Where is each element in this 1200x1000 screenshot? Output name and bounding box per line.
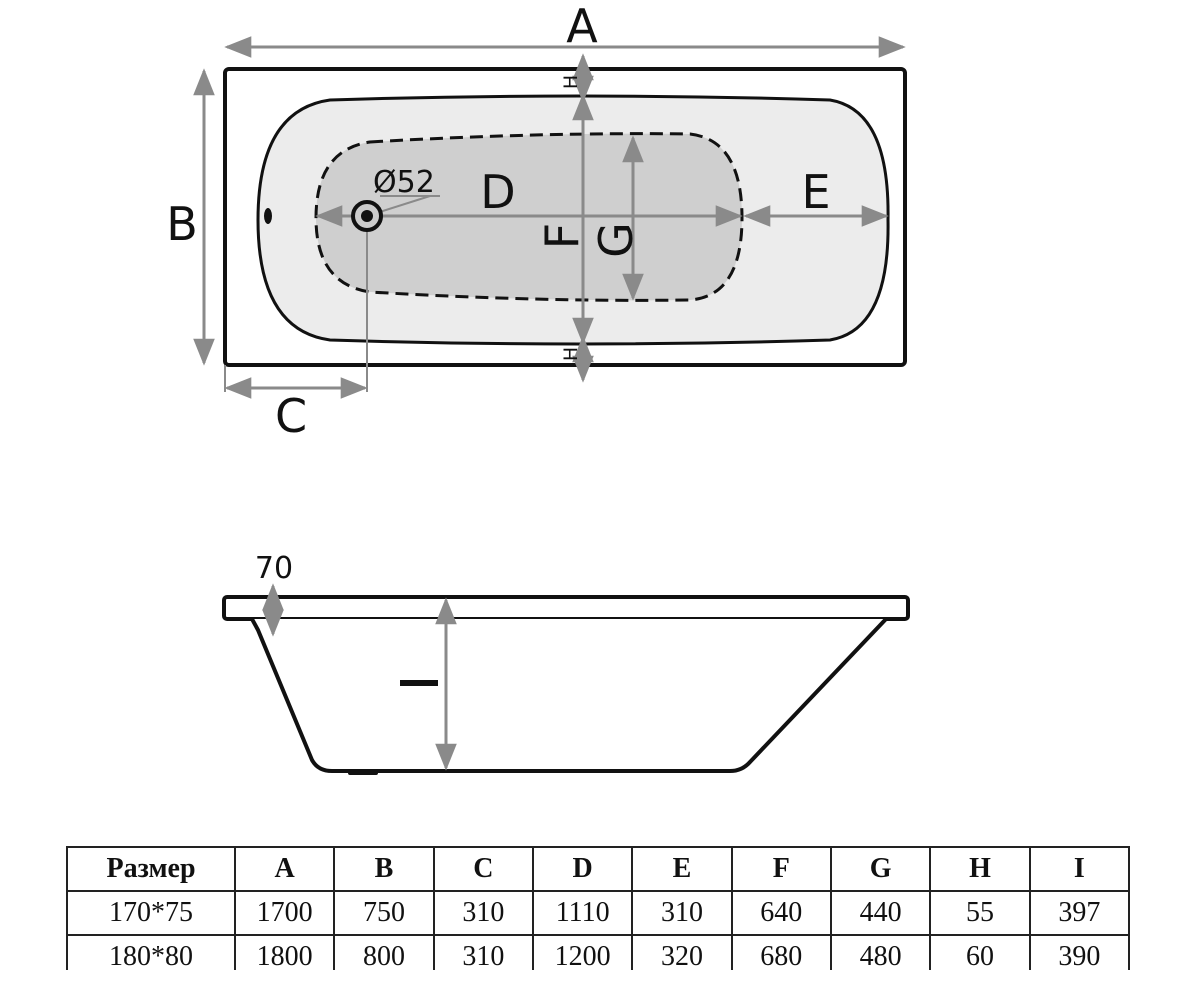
- label-rim: 70: [255, 551, 293, 586]
- top-view: A B C D E F G H H Ø52: [166, 0, 907, 443]
- table-header-cell: G: [829, 846, 932, 892]
- label-g: G: [589, 222, 643, 258]
- side-view: 70 I: [222, 551, 910, 775]
- table-cell: 170*75: [66, 890, 236, 936]
- table-cell: 750: [333, 890, 435, 936]
- table-row: 170*75 1700 750 310 1110 310 640 440 55 …: [66, 890, 1131, 936]
- label-c: C: [275, 389, 307, 443]
- table-cell: 55: [929, 890, 1031, 936]
- table-cell: 1700: [233, 890, 336, 936]
- drain-inner: [361, 210, 373, 222]
- table-header-cell: A: [233, 846, 336, 892]
- table-header-cell: E: [631, 846, 733, 892]
- table-cell: 640: [730, 890, 832, 936]
- table-header-cell: H: [929, 846, 1031, 892]
- label-d: D: [480, 165, 515, 219]
- label-a: A: [566, 0, 598, 53]
- table-header-cell: B: [333, 846, 435, 892]
- table-header-cell: Размер: [66, 846, 236, 892]
- overflow-hole: [264, 208, 272, 224]
- dimensions-table: Размер A B C D E F G H I 170*75 1700 750…: [66, 846, 1131, 980]
- table-cell: 440: [829, 890, 932, 936]
- label-drain: Ø52: [373, 165, 435, 200]
- tub-side-body: [250, 617, 888, 773]
- tub-side-rim: [222, 595, 910, 621]
- table-header-cell: F: [730, 846, 832, 892]
- label-f: F: [535, 223, 589, 249]
- table-cell: 310: [432, 890, 534, 936]
- tub-side-drain: [348, 769, 378, 775]
- table-cell: 397: [1028, 890, 1131, 936]
- table-header-row: Размер A B C D E F G H I: [66, 846, 1131, 892]
- label-h-bottom: H: [560, 347, 582, 361]
- table-cell: 1110: [531, 890, 634, 936]
- label-i-bar: [400, 680, 438, 686]
- label-b: B: [166, 197, 198, 251]
- table-cell: 310: [631, 890, 733, 936]
- table-header-cell: C: [432, 846, 534, 892]
- table-bottom-crop: [0, 970, 1200, 1000]
- label-h-top: H: [560, 75, 582, 89]
- table-header-cell: D: [531, 846, 634, 892]
- label-i: I: [392, 690, 427, 699]
- label-e: E: [801, 165, 830, 219]
- table-header-cell: I: [1028, 846, 1131, 892]
